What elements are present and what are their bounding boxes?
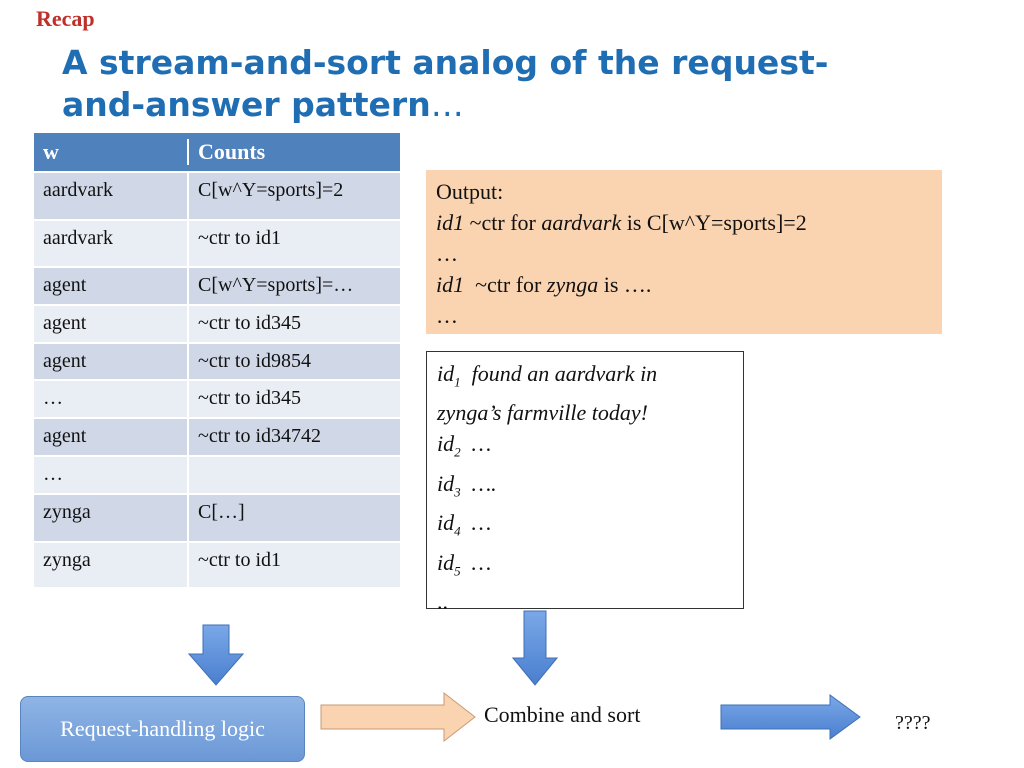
output-line-1: id1 ~ctr for aardvark is C[w^Y=sports]=2	[436, 210, 807, 235]
cell-counts: ~ctr to id34742	[198, 425, 322, 447]
doc-line-2: id2 …	[437, 431, 492, 460]
cell-w: zynga	[34, 495, 189, 541]
cell-w: agent	[34, 306, 189, 342]
cell-counts: ~ctr to id345	[198, 312, 302, 334]
cell-counts: ~ctr to id9854	[198, 350, 312, 372]
table-row: aardvark ~ctr to id1	[34, 221, 400, 268]
table-header-row: w Counts	[34, 133, 400, 173]
cell-w: …	[34, 457, 189, 493]
doc-line-5: id5 …	[437, 549, 492, 578]
table-row: …	[34, 457, 400, 495]
output-line-4: …	[436, 303, 458, 328]
cell-counts: ~ctr to id345	[198, 387, 302, 409]
table-row: zynga C[…]	[34, 495, 400, 543]
cell-counts: ~ctr to id1	[198, 549, 282, 571]
doc-line-4: id4 …	[437, 510, 492, 539]
recap-label: Recap	[36, 6, 95, 31]
table-row: aardvark C[w^Y=sports]=2	[34, 173, 400, 221]
doc-line-3: id3 ….	[437, 470, 497, 500]
cell-counts	[189, 457, 400, 493]
request-handling-logic-box: Request-handling logic	[20, 696, 305, 762]
output-label: Output:	[436, 179, 504, 204]
doc-line-6: ..	[437, 588, 448, 614]
cell-w: zynga	[34, 543, 189, 587]
right-arrow-icon	[720, 694, 861, 740]
cell-counts: C[w^Y=sports]=2	[198, 179, 344, 201]
down-arrow-icon	[188, 624, 244, 686]
cell-w: …	[34, 381, 189, 417]
cell-w: agent	[34, 344, 189, 379]
output-line-3: id1 ~ctr for zynga is ….	[436, 272, 652, 297]
table-row: agent ~ctr to id345	[34, 306, 400, 344]
down-arrow-icon	[512, 610, 558, 686]
output-box: Output: id1 ~ctr for aardvark is C[w^Y=s…	[426, 170, 942, 334]
table-row: agent C[w^Y=sports]=…	[34, 268, 400, 306]
cell-w: agent	[34, 268, 189, 304]
cell-counts: C[…]	[198, 501, 245, 523]
cell-w: aardvark	[34, 173, 189, 219]
combine-and-sort-label: Combine and sort	[484, 702, 641, 727]
cell-counts: ~ctr to id1	[198, 227, 282, 249]
doc-line-1-cont: zynga’s farmville today!	[437, 400, 649, 426]
slide-title: A stream-and-sort analog of the request-…	[62, 43, 829, 124]
counts-table: w Counts aardvark C[w^Y=sports]=2 aardva…	[34, 133, 400, 589]
cell-w: agent	[34, 419, 189, 455]
table-row: zynga ~ctr to id1	[34, 543, 400, 589]
table-row: … ~ctr to id345	[34, 381, 400, 419]
cell-counts: C[w^Y=sports]=…	[198, 274, 354, 296]
header-w: w	[34, 139, 189, 165]
right-arrow-icon	[320, 692, 476, 742]
cell-w: aardvark	[34, 221, 189, 266]
table-row: agent ~ctr to id9854	[34, 344, 400, 381]
unknown-result-label: ????	[895, 712, 931, 734]
output-line-2: …	[436, 241, 458, 266]
doc-line-1: id1 found an aardvark in	[437, 361, 658, 390]
header-counts: Counts	[198, 139, 266, 164]
table-row: agent ~ctr to id34742	[34, 419, 400, 457]
documents-box: id1 found an aardvark in zynga’s farmvil…	[426, 351, 744, 614]
